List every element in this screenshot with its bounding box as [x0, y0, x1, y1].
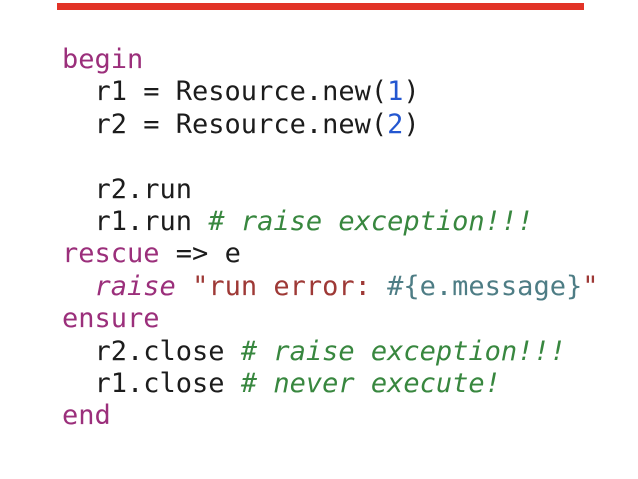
code-token-string: " [582, 270, 599, 302]
code-token-text: r2.run [62, 173, 193, 205]
code-token-number: 1 [387, 76, 404, 108]
code-token-interpolation: #{e.message} [387, 270, 583, 302]
code-line: r2 = Resource.new(2) [62, 109, 598, 141]
code-line: raise "run error: #{e.message}" [62, 270, 599, 303]
code-token-text: ) [403, 76, 420, 108]
code-token-text: ) [403, 108, 420, 140]
code-token-text: r2.close [62, 335, 241, 367]
code-token-string: "run error: [192, 270, 388, 302]
code-token-keyword: end [62, 400, 111, 432]
code-line: r1.close # never execute! [62, 368, 598, 400]
code-line: r1 = Resource.new(1) [62, 76, 598, 108]
code-token-text [62, 271, 95, 302]
code-block: begin r1 = Resource.new(1) r2 = Resource… [62, 44, 598, 433]
code-line: rescue => e [62, 238, 598, 270]
code-token-keyword-italic: raise [94, 270, 176, 302]
code-token-comment: # never execute! [240, 367, 501, 399]
code-token-text: r1 = Resource.new( [62, 76, 388, 108]
code-line: end [62, 400, 598, 432]
code-line: r2.close # raise exception!!! [62, 336, 598, 368]
code-line: ensure [62, 303, 598, 335]
code-token-text: => e [159, 238, 241, 270]
code-token-comment: # raise exception!!! [240, 335, 566, 367]
code-token-text: r1.close [62, 367, 241, 399]
code-line: r1.run # raise exception!!! [62, 206, 598, 238]
code-token-keyword: begin [62, 44, 144, 75]
code-token-keyword: rescue [62, 238, 160, 270]
code-line: r2.run [62, 174, 598, 206]
top-accent-bar [57, 3, 584, 10]
code-token-text: r2 = Resource.new( [62, 108, 388, 140]
code-token-text: r1.run [62, 205, 209, 237]
code-line: begin [62, 44, 598, 76]
code-token-text [176, 271, 192, 302]
code-token-number: 2 [387, 108, 404, 140]
code-line [62, 141, 598, 173]
code-token-keyword: ensure [62, 303, 160, 335]
code-token-comment: # raise exception!!! [208, 205, 534, 237]
